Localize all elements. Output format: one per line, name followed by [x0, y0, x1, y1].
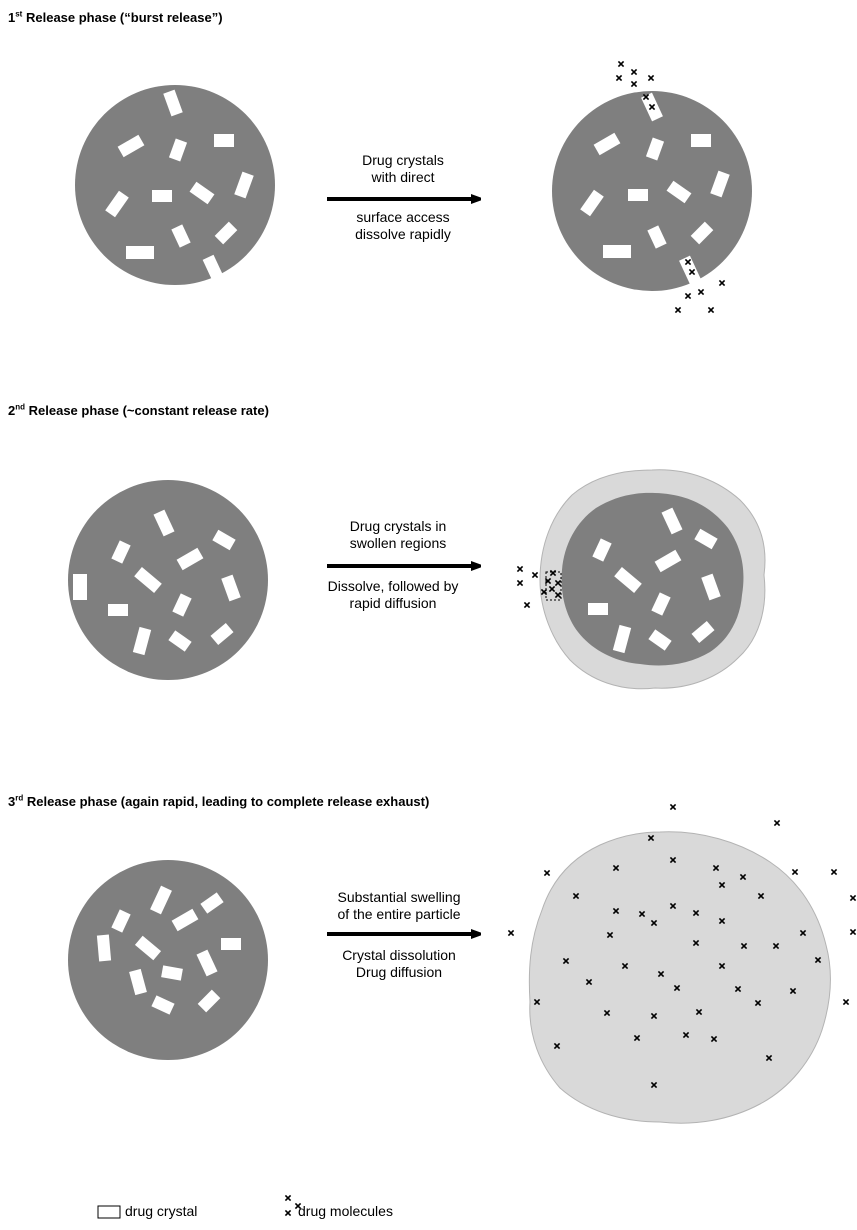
- molecule-mark: [754, 999, 762, 1007]
- molecule-mark: [523, 601, 531, 609]
- molecule-mark: [284, 1209, 292, 1217]
- molecule-mark: [615, 74, 623, 82]
- molecule-mark: [606, 931, 614, 939]
- molecule-mark: [740, 942, 748, 950]
- molecule-mark: [648, 103, 656, 111]
- molecule-mark: [647, 74, 655, 82]
- molecule-mark: [284, 1194, 292, 1202]
- molecule-mark: [554, 591, 562, 599]
- molecule-mark: [849, 894, 857, 902]
- molecule-mark: [688, 268, 696, 276]
- molecule-mark: [549, 569, 557, 577]
- drug-molecules: [507, 60, 857, 1089]
- molecule-mark: [669, 902, 677, 910]
- molecule-mark: [650, 1012, 658, 1020]
- molecule-mark: [617, 60, 625, 68]
- molecule-mark: [695, 1008, 703, 1016]
- legend-crystal-label: drug crystal: [125, 1203, 198, 1219]
- molecule-mark: [791, 868, 799, 876]
- molecule-mark: [710, 1035, 718, 1043]
- molecule-mark: [572, 892, 580, 900]
- molecule-mark: [507, 929, 515, 937]
- molecule-mark: [718, 881, 726, 889]
- molecule-mark: [718, 279, 726, 287]
- molecule-mark: [682, 1031, 690, 1039]
- molecule-mark: [673, 984, 681, 992]
- molecule-mark: [630, 68, 638, 76]
- molecule-mark: [650, 1081, 658, 1089]
- phase-2-title: 2nd Release phase (~constant release rat…: [8, 402, 269, 418]
- molecule-mark: [849, 928, 857, 936]
- molecule-mark: [739, 873, 747, 881]
- molecule-mark: [562, 957, 570, 965]
- molecule-mark: [772, 942, 780, 950]
- molecule-mark: [630, 80, 638, 88]
- molecule-mark: [531, 571, 539, 579]
- molecule-mark: [669, 803, 677, 811]
- molecule-mark: [553, 1042, 561, 1050]
- molecule-mark: [540, 588, 548, 596]
- molecule-mark: [789, 987, 797, 995]
- legend-molecule-label: drug molecules: [298, 1203, 393, 1219]
- phase-3-initial-particle: [68, 860, 268, 1060]
- molecule-mark: [548, 585, 556, 593]
- phase-2-result-particle: [539, 469, 766, 690]
- molecule-mark: [707, 306, 715, 314]
- molecule-mark: [669, 856, 677, 864]
- molecule-mark: [543, 869, 551, 877]
- molecule-mark: [650, 919, 658, 927]
- molecule-mark: [554, 579, 562, 587]
- molecule-mark: [638, 910, 646, 918]
- molecule-mark: [765, 1054, 773, 1062]
- molecule-mark: [612, 864, 620, 872]
- molecule-mark: [294, 1202, 302, 1210]
- molecule-mark: [773, 819, 781, 827]
- molecule-mark: [516, 565, 524, 573]
- molecule-mark: [830, 868, 838, 876]
- molecule-mark: [692, 909, 700, 917]
- phase-3-swollen-particle: [528, 831, 831, 1124]
- molecule-mark: [697, 288, 705, 296]
- molecule-mark: [757, 892, 765, 900]
- phase-2-initial-particle: [68, 480, 268, 680]
- legend-molecule-icon: [284, 1194, 302, 1217]
- molecule-mark: [603, 1009, 611, 1017]
- molecule-mark: [842, 998, 850, 1006]
- molecule-mark: [642, 93, 650, 101]
- phase-3-title: 3rd Release phase (again rapid, leading …: [8, 793, 430, 809]
- phase-1-title: 1st Release phase (“burst release”): [8, 9, 223, 25]
- molecule-mark: [612, 907, 620, 915]
- phase-1-initial-particle: [75, 85, 275, 286]
- molecule-mark: [674, 306, 682, 314]
- phase-1-result-particle: [552, 91, 752, 291]
- phase-2-dissolving-crystal: [545, 571, 562, 601]
- molecule-mark: [684, 292, 692, 300]
- molecule-mark: [684, 258, 692, 266]
- molecule-mark: [718, 962, 726, 970]
- molecule-mark: [712, 864, 720, 872]
- molecule-mark: [692, 939, 700, 947]
- molecule-mark: [633, 1034, 641, 1042]
- legend-crystal-icon: [97, 1205, 121, 1219]
- molecule-mark: [621, 962, 629, 970]
- molecule-mark: [516, 579, 524, 587]
- molecule-mark: [657, 970, 665, 978]
- molecule-mark: [533, 998, 541, 1006]
- molecule-mark: [544, 577, 552, 585]
- molecule-mark: [647, 834, 655, 842]
- molecule-mark: [585, 978, 593, 986]
- molecule-mark: [734, 985, 742, 993]
- molecule-mark: [718, 917, 726, 925]
- molecule-mark: [814, 956, 822, 964]
- molecule-mark: [799, 929, 807, 937]
